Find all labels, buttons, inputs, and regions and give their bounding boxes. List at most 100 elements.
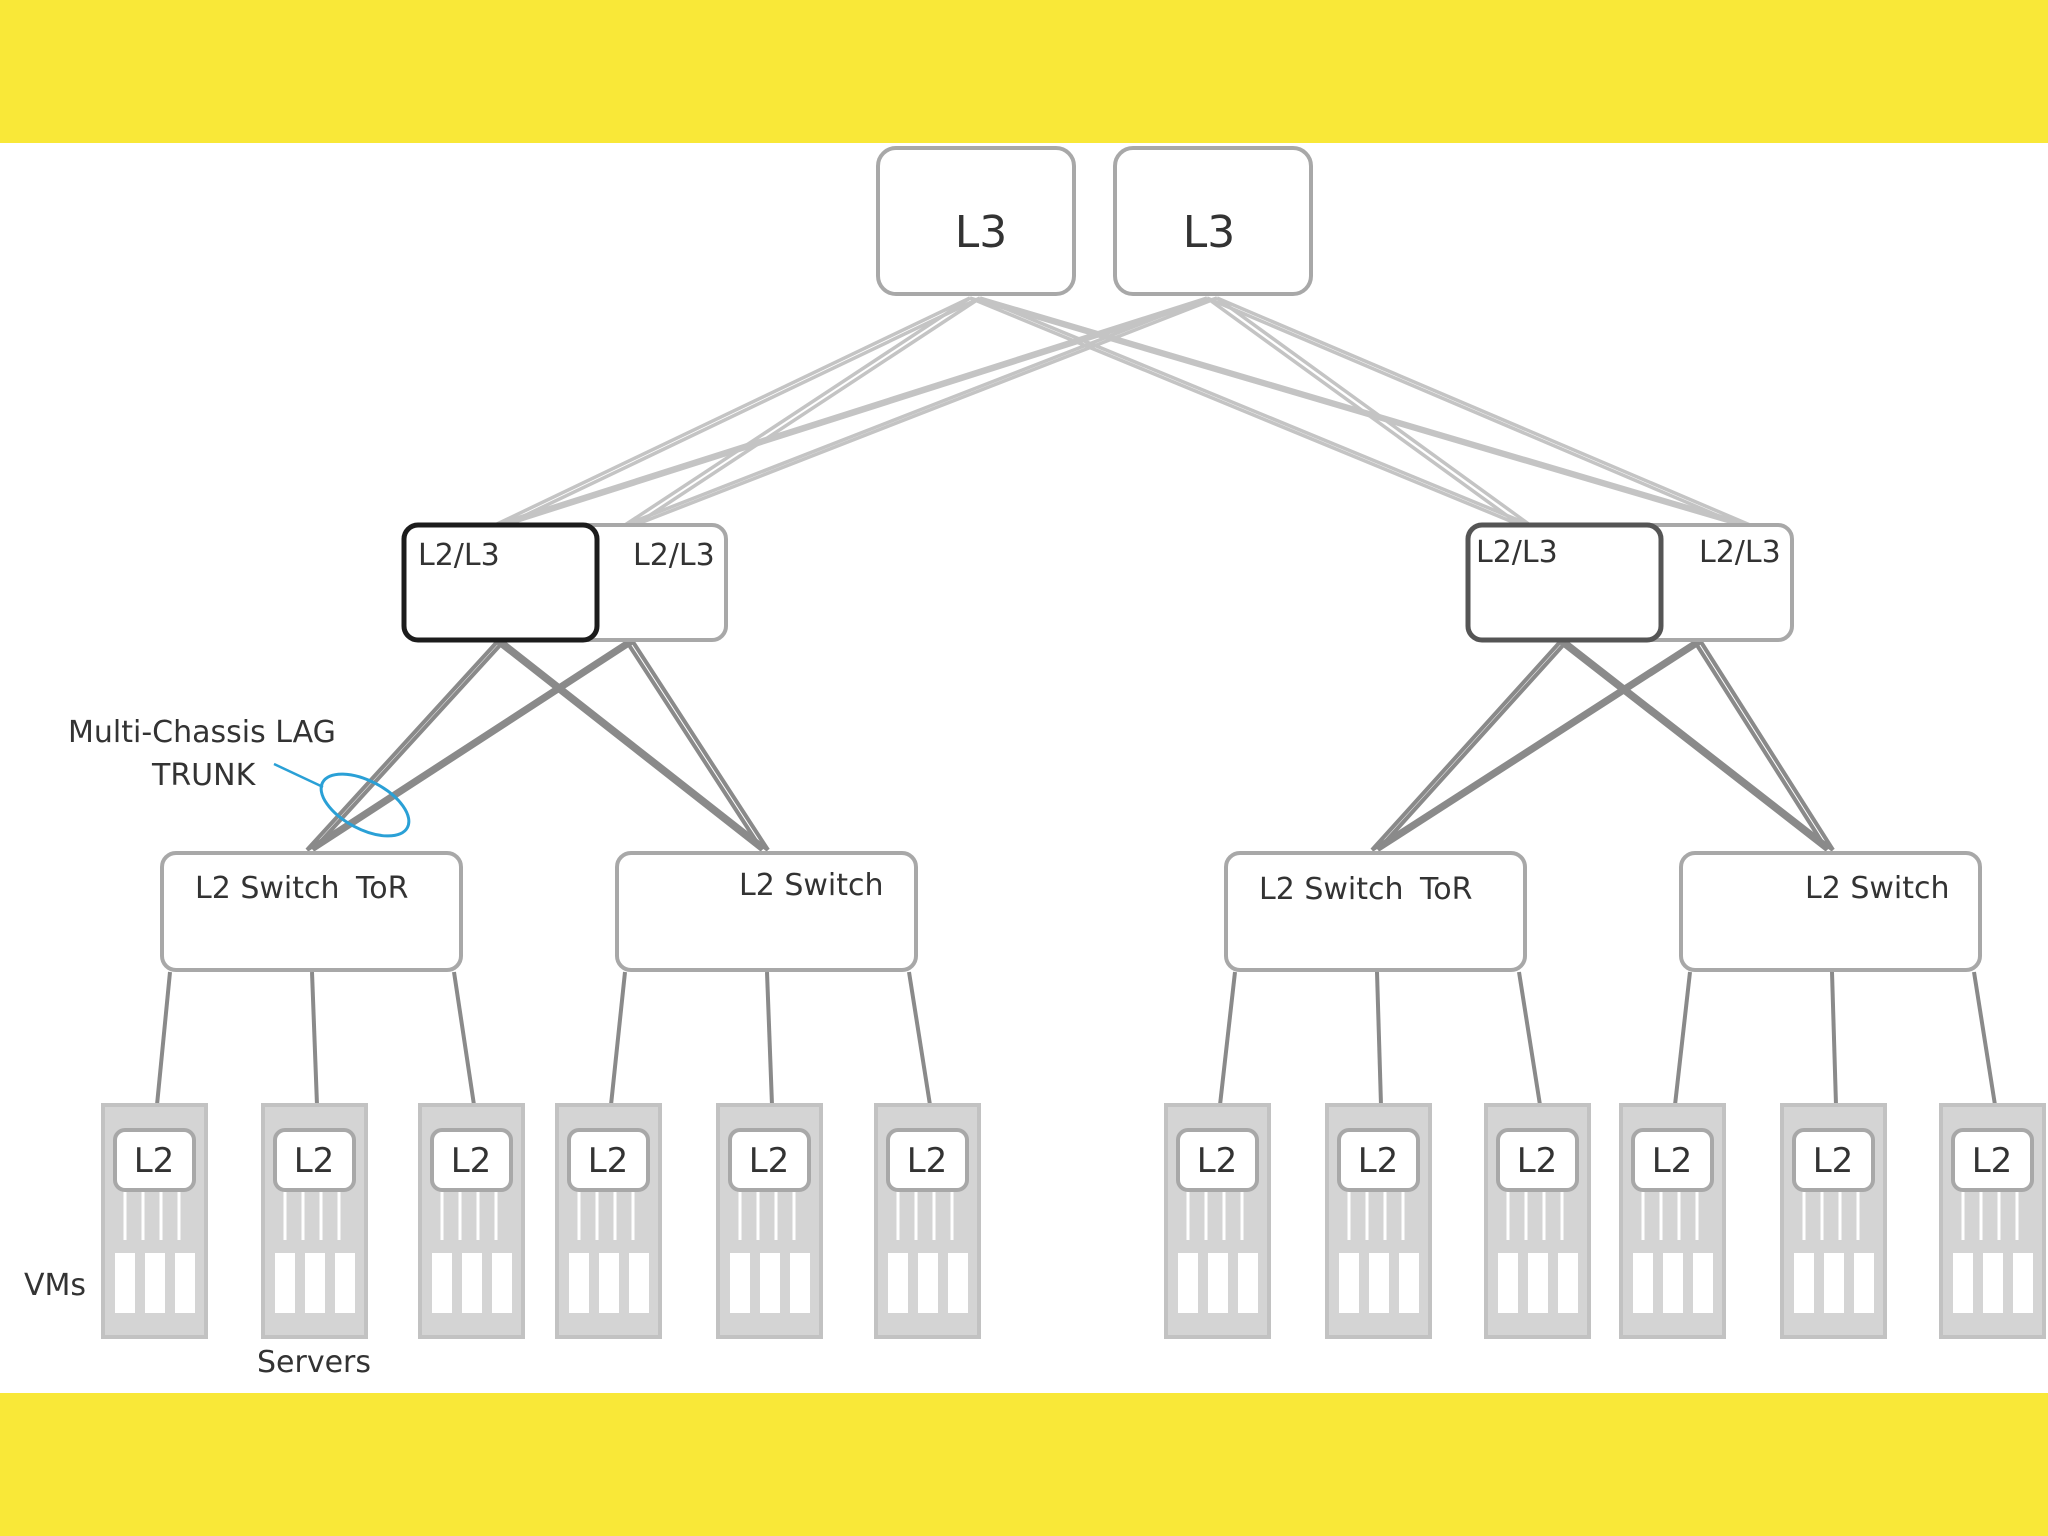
server-l2-box <box>886 1128 969 1192</box>
vm-slot <box>1693 1253 1713 1313</box>
vm-slot <box>1854 1253 1874 1313</box>
access-link <box>1218 971 1237 1106</box>
lag-pointer-line <box>273 762 324 789</box>
server-l2-box <box>1951 1128 2034 1192</box>
vm-slot <box>629 1253 649 1313</box>
server: L2 <box>1619 1103 1726 1339</box>
vm-slot <box>790 1253 810 1313</box>
core-link <box>494 296 1208 527</box>
server-l2-box <box>1792 1128 1875 1192</box>
access-link <box>907 971 932 1106</box>
server-l2-box <box>113 1128 196 1192</box>
server-l2-label: L2 <box>1358 1141 1399 1181</box>
core-link <box>624 296 971 527</box>
access-switch-3: L2 Switch ToR <box>1224 851 1527 972</box>
server: L2 <box>874 1103 981 1339</box>
vm-slot <box>948 1253 968 1313</box>
vm-slot <box>599 1253 619 1313</box>
aggregation-link <box>305 640 629 852</box>
top-banner <box>0 0 2048 143</box>
server: L2 <box>418 1103 525 1339</box>
core-uplinks <box>494 296 1751 527</box>
aggregation-downlinks <box>305 640 1835 852</box>
aggregation-link <box>1370 640 1697 852</box>
aggregation-right-b-label: L2/L3 <box>1699 535 1781 570</box>
lag-label-line1: Multi-Chassis LAG <box>68 715 336 750</box>
server-l2-box <box>728 1128 811 1192</box>
vm-slot <box>1399 1253 1419 1313</box>
server-l2-label: L2 <box>1972 1141 2013 1181</box>
aggregation-link <box>1558 640 1829 852</box>
core-link <box>1206 296 1741 527</box>
vm-slot <box>462 1253 482 1313</box>
access-switch-4-label: L2 Switch <box>1805 871 1950 906</box>
vm-slot <box>1339 1253 1359 1313</box>
access-link <box>1375 971 1383 1106</box>
core-link <box>969 296 1521 527</box>
servers-label: Servers <box>257 1345 371 1380</box>
server-l2-label: L2 <box>1813 1141 1854 1181</box>
core-link <box>1216 296 1751 527</box>
server-l2-label: L2 <box>134 1141 175 1181</box>
vm-slot <box>335 1253 355 1313</box>
vm-slot <box>569 1253 589 1313</box>
vm-slot <box>492 1253 512 1313</box>
vm-slot <box>1558 1253 1578 1313</box>
access-link <box>1830 971 1838 1106</box>
access-link <box>765 971 774 1106</box>
access-switch-4: L2 Switch <box>1679 851 1982 972</box>
access-switch-3-label: L2 Switch <box>1259 872 1404 907</box>
aggregation-link <box>1693 640 1829 852</box>
server-l2-label: L2 <box>294 1141 335 1181</box>
aggregation-link <box>1699 640 1835 852</box>
aggregation-right-pair: L2/L3 L2/L3 <box>1465 522 1794 643</box>
vm-slot <box>2013 1253 2033 1313</box>
access-link <box>609 971 627 1106</box>
core-switch-1-label: L3 <box>955 207 1008 258</box>
core-switch-1: L3 <box>876 146 1076 296</box>
server-l2-box <box>1176 1128 1259 1192</box>
server-l2-box <box>430 1128 513 1192</box>
vm-slot <box>1369 1253 1389 1313</box>
access-link <box>1972 971 1997 1106</box>
core-link <box>1205 296 1522 527</box>
vm-slot <box>1824 1253 1844 1313</box>
lag-ellipse <box>319 772 411 838</box>
aggregation-link <box>1564 640 1835 852</box>
server: L2 <box>101 1103 208 1339</box>
vm-slot <box>1238 1253 1258 1313</box>
vm-slot <box>305 1253 325 1313</box>
server-l2-box <box>1496 1128 1579 1192</box>
access-switch-2-label: L2 Switch <box>739 868 884 903</box>
aggregation-link <box>625 640 764 852</box>
vm-slot <box>1633 1253 1653 1313</box>
vm-slot <box>888 1253 908 1313</box>
server-l2-label: L2 <box>749 1141 790 1181</box>
vm-slot <box>1178 1253 1198 1313</box>
server: L2 <box>1780 1103 1887 1339</box>
aggregation-link <box>501 640 770 852</box>
access-downlinks <box>155 971 1997 1106</box>
server: L2 <box>261 1103 368 1339</box>
vm-slot <box>175 1253 195 1313</box>
vm-slot <box>1498 1253 1518 1313</box>
access-link <box>1517 971 1542 1106</box>
core-link <box>634 296 1218 527</box>
core-link <box>504 296 981 527</box>
server-l2-label: L2 <box>1197 1141 1238 1181</box>
lag-annotation: Multi-Chassis LAG TRUNK <box>68 715 411 838</box>
access-switch-2: L2 Switch <box>615 851 918 972</box>
aggregation-link <box>1370 640 1562 852</box>
core-link <box>634 296 981 527</box>
server-l2-box <box>1631 1128 1714 1192</box>
access-link <box>155 971 172 1106</box>
access-switch-1-sublabel: ToR <box>355 871 408 906</box>
server: L2 <box>1484 1103 1591 1339</box>
vm-slot <box>760 1253 780 1313</box>
server: L2 <box>1164 1103 1271 1339</box>
access-link <box>1673 971 1692 1106</box>
aggregation-right-a-label: L2/L3 <box>1476 535 1558 570</box>
core-switch-2: L3 <box>1113 146 1313 296</box>
core-link <box>494 296 971 527</box>
